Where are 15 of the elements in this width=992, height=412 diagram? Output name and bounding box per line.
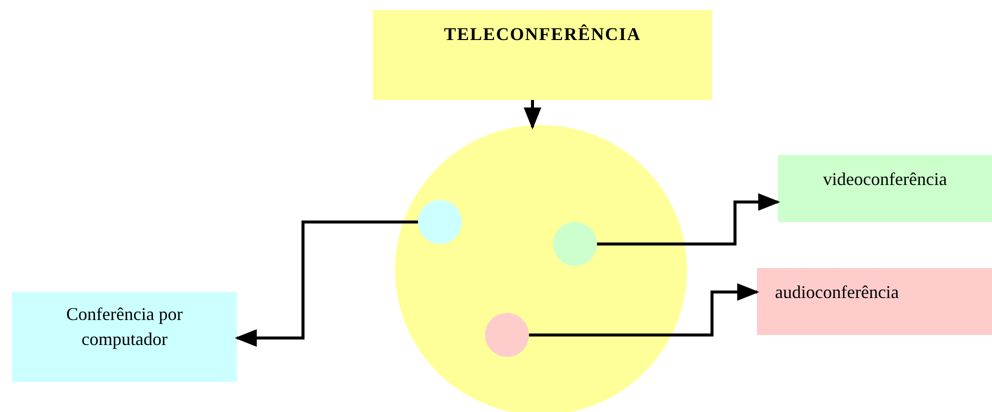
arrow	[597, 193, 780, 246]
concept-box	[778, 155, 992, 222]
small-circle	[485, 313, 529, 357]
small-circle	[553, 222, 597, 266]
concept-box	[373, 10, 712, 100]
node-label: Conferência por computador	[65, 303, 184, 352]
node-label: videoconferência	[822, 168, 948, 191]
concept-box	[757, 268, 992, 335]
node-label: audioconferência	[775, 281, 899, 304]
concept-box	[12, 292, 237, 382]
small-circle	[418, 200, 462, 244]
arrow	[524, 100, 542, 130]
arrow	[234, 220, 418, 347]
title-text: TELECONFERÊNCIA	[442, 23, 642, 46]
arrow	[529, 283, 760, 336]
